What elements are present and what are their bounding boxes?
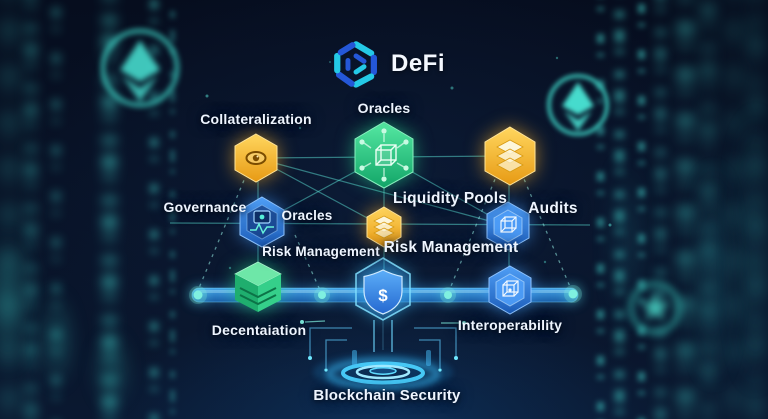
defi-logo: DeFi bbox=[331, 38, 445, 90]
circuit-dots bbox=[308, 356, 458, 372]
pedestal bbox=[300, 320, 466, 391]
label-blockchain-security: Blockchain Security bbox=[313, 387, 461, 404]
node-liquidity-pools bbox=[484, 126, 536, 186]
network-cube-icon bbox=[363, 134, 405, 176]
pedestal-ring-outer bbox=[325, 357, 441, 391]
chip-pulse-icon bbox=[250, 210, 274, 235]
label-governance: Governance bbox=[163, 199, 247, 215]
shield-dollar-icon: $ bbox=[363, 269, 403, 315]
cube-icon bbox=[500, 216, 517, 233]
label-liquidity-pools: Liquidity Pools bbox=[392, 190, 508, 207]
node-decentralization bbox=[234, 261, 282, 312]
logo-text: DeFi bbox=[391, 50, 446, 77]
label-risk-management-right: Risk Management bbox=[383, 239, 519, 256]
eye-icon bbox=[245, 151, 267, 165]
node-oracles bbox=[354, 121, 414, 189]
connector-lines-dashed bbox=[198, 171, 572, 292]
label-oracles-top: Oracles bbox=[357, 100, 411, 116]
cube-icon bbox=[502, 280, 519, 297]
label-decentralization: Decentaiation bbox=[211, 322, 307, 338]
layers-icon bbox=[496, 139, 524, 173]
network-node-dots bbox=[359, 128, 409, 182]
node-audits bbox=[486, 201, 530, 251]
pedestal-core bbox=[369, 367, 397, 375]
node-governance bbox=[239, 196, 285, 248]
background-particles bbox=[205, 56, 612, 270]
label-collateralization: Collateralization bbox=[200, 111, 312, 127]
label-risk-management-left: Risk Management bbox=[262, 244, 380, 259]
layers-icon bbox=[373, 215, 395, 239]
label-audits: Audits bbox=[528, 200, 578, 217]
label-oracles-mid: Oracles bbox=[281, 208, 333, 223]
defi-hex-knot-icon bbox=[334, 41, 377, 88]
bar-glow-dots bbox=[189, 285, 582, 304]
label-ticks bbox=[300, 320, 466, 325]
label-interoperability: Interoperability bbox=[457, 317, 563, 333]
stacked-layers-cube-icon bbox=[239, 287, 277, 306]
circuit-traces bbox=[309, 327, 457, 368]
node-blockchain-security: $ bbox=[355, 257, 411, 321]
node-collateralization bbox=[234, 133, 278, 183]
node-risk-management bbox=[366, 206, 402, 248]
dollar-symbol: $ bbox=[378, 286, 388, 305]
node-interoperability bbox=[488, 265, 532, 315]
